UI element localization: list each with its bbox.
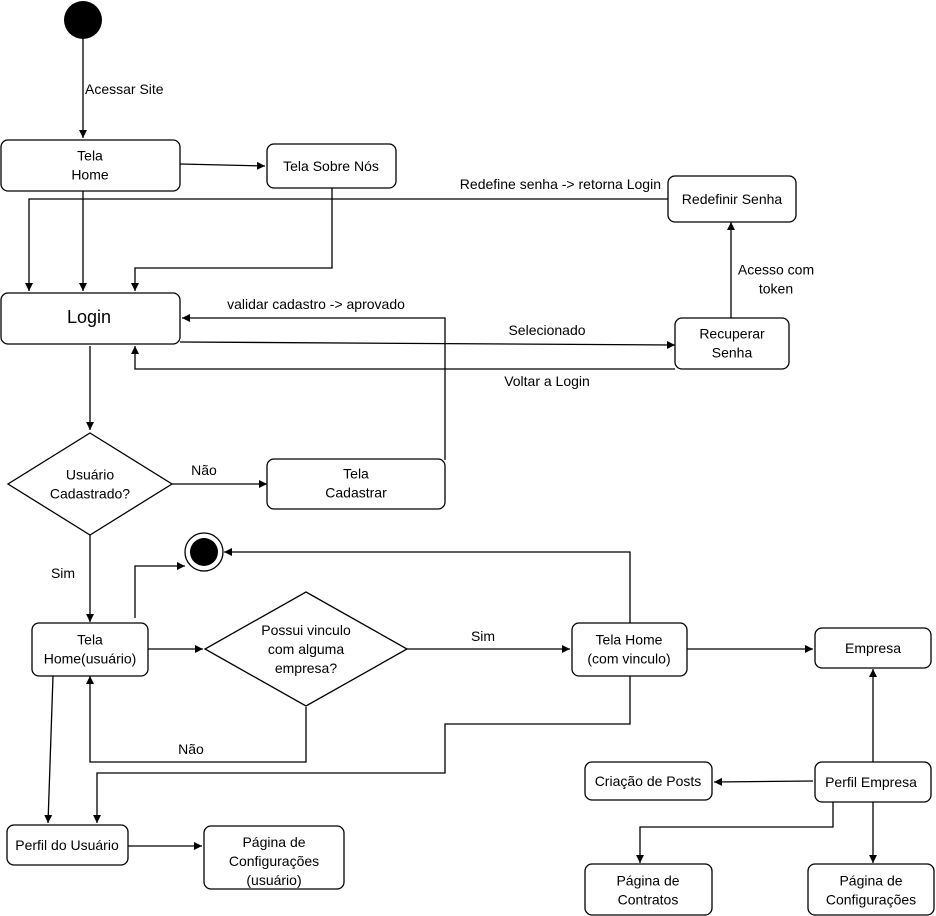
pagina-contratos-box bbox=[584, 863, 713, 916]
sim-vinculo-label: Sim bbox=[471, 628, 495, 644]
empresa-box bbox=[814, 627, 932, 669]
tela-sobre-nos-label: Tela Sobre Nós bbox=[283, 158, 379, 174]
tela-home-usuario-box bbox=[31, 622, 149, 677]
usuario-cadastrado-diamond bbox=[6, 432, 174, 536]
login-label: Login bbox=[67, 307, 111, 327]
pagina-configuracoes-box bbox=[807, 863, 935, 916]
redefine-senha-label: Redefine senha -> retorna Login bbox=[460, 176, 661, 192]
config-usuario-box bbox=[203, 825, 345, 890]
tela-cadastrar-box bbox=[266, 458, 446, 510]
nao-vinculo-label: Não bbox=[178, 741, 204, 757]
edge-cadastrar-to-login bbox=[182, 314, 446, 460]
edge-homeusuario-to-end bbox=[134, 562, 185, 618]
edge-perfilempresa-to-posts bbox=[713, 777, 814, 786]
sim-cadastro-label: Sim bbox=[51, 565, 75, 581]
perfil-empresa-label: Perfil Empresa bbox=[825, 774, 917, 790]
redefinir-senha-label: Redefinir Senha bbox=[682, 191, 783, 207]
empresa-label: Empresa bbox=[845, 640, 901, 656]
criacao-posts-box bbox=[584, 761, 713, 801]
edge-homevinculo-to-perfil bbox=[93, 676, 631, 823]
acessar-site-label: Acessar Site bbox=[85, 81, 164, 97]
validar-cadastro-label: validar cadastro -> aprovado bbox=[227, 296, 405, 312]
login-box bbox=[0, 292, 181, 345]
tela-home-vinculo-label: Tela Home(com vinculo) bbox=[587, 632, 670, 667]
perfil-usuario-box bbox=[6, 824, 129, 866]
final-state bbox=[184, 532, 224, 572]
redefinir-senha-box bbox=[667, 175, 797, 223]
nao-cadastro-label: Não bbox=[191, 462, 217, 478]
edge-homeusuario-to-perfil bbox=[44, 675, 54, 824]
edge-perfilempresa-to-contratos bbox=[636, 802, 834, 863]
tela-home-vinculo-box bbox=[571, 622, 688, 677]
edge-redefinir-to-login bbox=[25, 198, 668, 291]
edge-sobre-to-login bbox=[131, 188, 333, 291]
initial-state bbox=[64, 1, 102, 39]
perfil-usuario-label: Perfil do Usuário bbox=[15, 837, 119, 853]
voltar-login-label: Voltar a Login bbox=[504, 373, 590, 389]
edges bbox=[25, 38, 877, 863]
recuperar-senha-box bbox=[674, 317, 790, 370]
tela-home-box bbox=[0, 139, 181, 192]
edge-homevinculo-to-end bbox=[224, 548, 631, 623]
edge-home-to-sobre bbox=[179, 161, 266, 170]
selecionado-label: Selecionado bbox=[508, 322, 585, 338]
edge-recuperar-to-login bbox=[131, 346, 675, 370]
tela-sobre-nos-box bbox=[266, 143, 397, 189]
criacao-posts-label: Criação de Posts bbox=[595, 773, 702, 789]
possui-vinculo-diamond bbox=[203, 591, 409, 707]
perfil-empresa-box bbox=[814, 761, 932, 803]
edge-login-to-recuperar bbox=[179, 340, 676, 349]
edge-vinculo-nao bbox=[86, 676, 307, 763]
